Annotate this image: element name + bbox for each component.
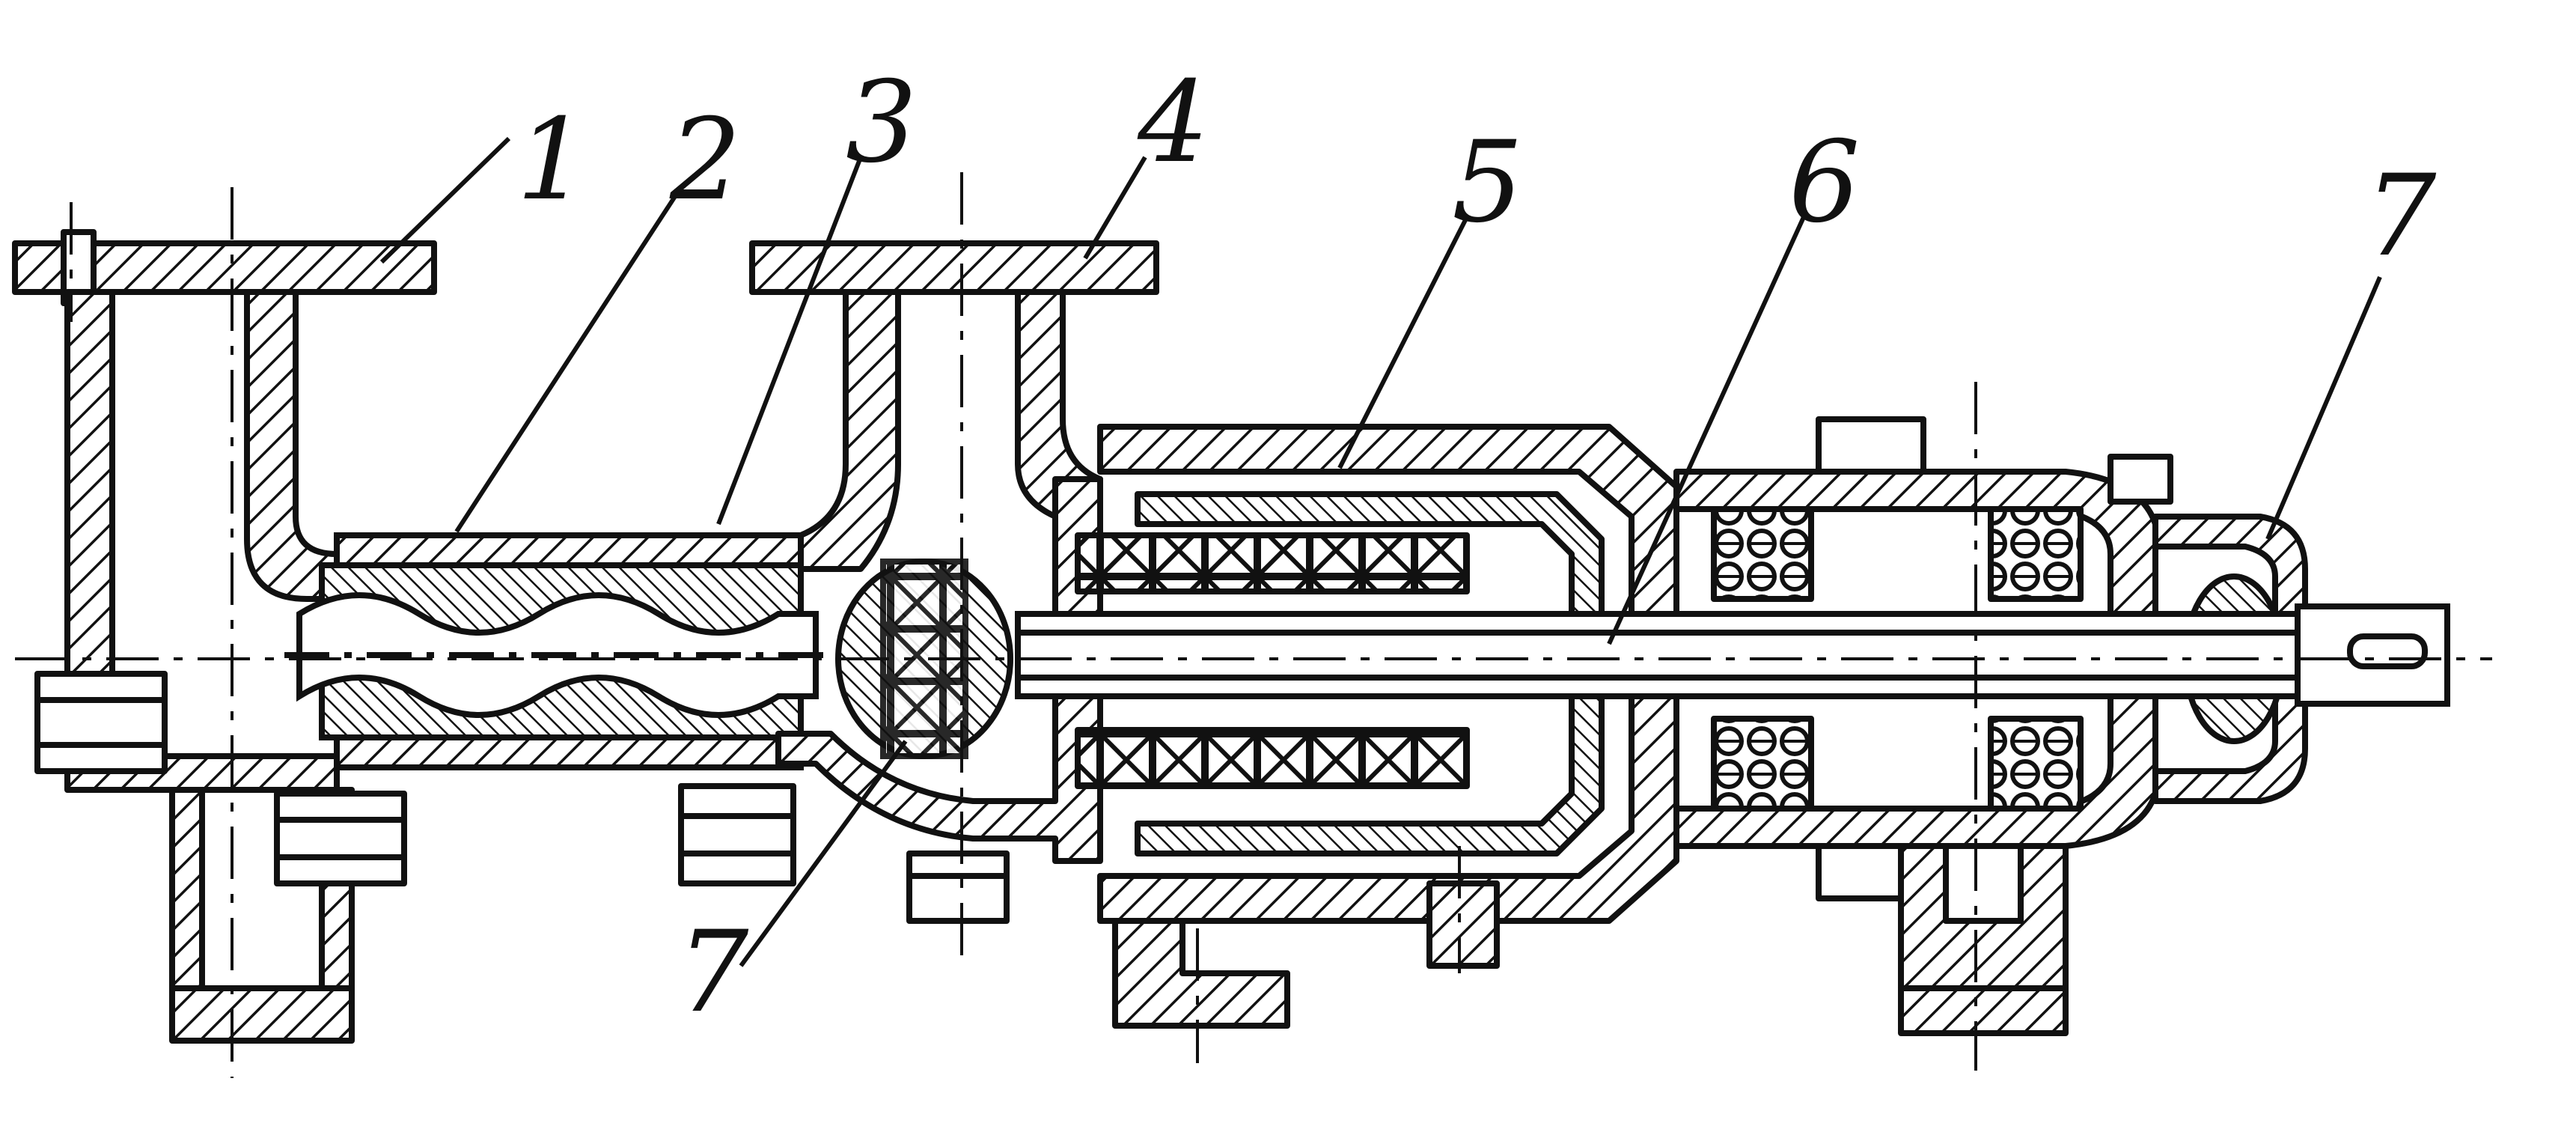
callout-6: 6 (1789, 118, 1860, 248)
bearing-housing (1075, 424, 1679, 1029)
leader-lines (379, 136, 2382, 967)
callout-7-right: 7 (2365, 151, 2437, 282)
callout-3: 3 (846, 58, 917, 188)
callout-7-left: 7 (677, 907, 749, 1038)
center-lines (15, 172, 2492, 1078)
rear-bearing-housing (1673, 416, 2173, 1036)
drive-shaft (1015, 603, 2450, 707)
callout-5: 5 (1452, 118, 1523, 248)
callout-4: 4 (1137, 58, 1209, 188)
screw-rotor (284, 592, 831, 718)
callout-2: 2 (669, 95, 741, 225)
callout-labels: 1 2 3 4 5 6 7 7 (516, 58, 2437, 1038)
inlet-casing (12, 229, 437, 1044)
callout-1: 1 (516, 95, 587, 225)
